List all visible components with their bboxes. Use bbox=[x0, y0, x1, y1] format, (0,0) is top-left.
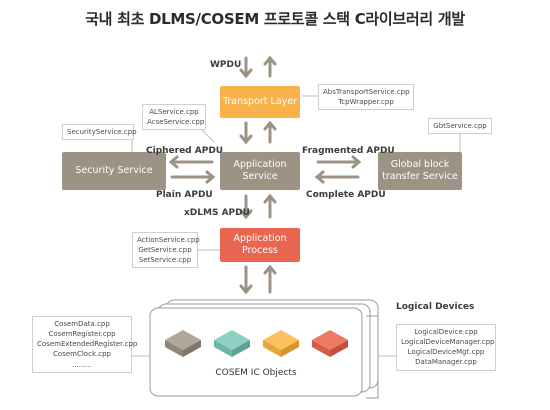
note-line: CosemClock.cpp bbox=[53, 350, 111, 359]
note-line: TcpWrapper.cpp bbox=[338, 98, 394, 107]
global-block-line1: Global block bbox=[390, 159, 450, 171]
object-cube-orange bbox=[263, 330, 299, 357]
object-cube-teal bbox=[214, 330, 250, 357]
cosem-ic-objects-label: COSEM IC Objects bbox=[215, 368, 297, 378]
object-cube-gray bbox=[165, 330, 201, 357]
note-line: LogicalDeviceMgt.cpp bbox=[407, 348, 485, 357]
al-service-note: ALService.cpp AcseService.cpp bbox=[142, 104, 206, 131]
object-cube-red bbox=[312, 330, 348, 357]
transport-layer-label: Transport Layer bbox=[222, 96, 298, 108]
complete-apdu-label: Complete APDU bbox=[306, 190, 386, 200]
ciphered-apdu-label: Ciphered APDU bbox=[146, 146, 224, 156]
fragmented-apdu-label: Fragmented APDU bbox=[302, 146, 395, 156]
note-line: GetService.cpp bbox=[138, 246, 192, 255]
application-process-line2: Process bbox=[241, 245, 279, 256]
note-line: ALService.cpp bbox=[149, 108, 199, 116]
application-process-box: Application Process bbox=[220, 228, 300, 262]
application-service-line1: Application bbox=[233, 159, 287, 171]
security-service-label: Security Service bbox=[75, 165, 153, 177]
note-line: ActionService.cpp bbox=[137, 236, 200, 244]
note-line: DataManager.cpp bbox=[415, 358, 477, 367]
wpdu-label: WPDU bbox=[210, 60, 242, 70]
action-service-note: ActionService.cpp GetService.cpp SetServ… bbox=[132, 232, 200, 269]
note-line: SecurityService.cpp bbox=[67, 128, 137, 136]
security-service-note: SecurityService.cpp bbox=[62, 124, 137, 141]
note-line: SetService.cpp bbox=[138, 256, 192, 265]
note-line: LogicalDevice.cpp bbox=[414, 328, 478, 336]
xdlms-apdu-label: xDLMS APDU bbox=[184, 208, 250, 218]
note-line: CosemRegister.cpp bbox=[48, 330, 116, 339]
transport-layer-box: Transport Layer bbox=[220, 86, 300, 118]
application-service-line2: Service bbox=[242, 171, 278, 182]
security-service-box: Security Service bbox=[62, 152, 166, 190]
application-process-line1: Application bbox=[233, 233, 287, 245]
note-line: GbtService.cpp bbox=[433, 122, 487, 130]
page-title: 국내 최초 DLMS/COSEM 프로토콜 스택 C라이브러리 개발 bbox=[85, 10, 465, 28]
global-block-box: Global block transfer Service bbox=[378, 152, 462, 190]
note-line: ......... bbox=[71, 360, 93, 369]
note-line: AbsTransportService.cpp bbox=[323, 88, 410, 96]
global-block-line2: transfer Service bbox=[382, 171, 458, 182]
logical-device-note: LogicalDevice.cpp LogicalDeviceManager.c… bbox=[396, 324, 496, 371]
cosem-data-note: CosemData.cpp CosemRegister.cpp CosemExt… bbox=[32, 316, 138, 373]
note-line: LogicalDeviceManager.cpp bbox=[401, 338, 495, 347]
application-service-box: Application Service bbox=[220, 152, 300, 190]
note-line: CosemData.cpp bbox=[54, 320, 110, 328]
logical-devices-label: Logical Devices bbox=[396, 302, 475, 312]
plain-apdu-label: Plain APDU bbox=[156, 190, 213, 200]
note-line: AcseService.cpp bbox=[147, 118, 205, 127]
note-line: CosemExtendedRegister.cpp bbox=[37, 340, 138, 349]
gbt-service-note: GbtService.cpp bbox=[428, 118, 492, 135]
abs-transport-note: AbsTransportService.cpp TcpWrapper.cpp bbox=[318, 84, 414, 111]
